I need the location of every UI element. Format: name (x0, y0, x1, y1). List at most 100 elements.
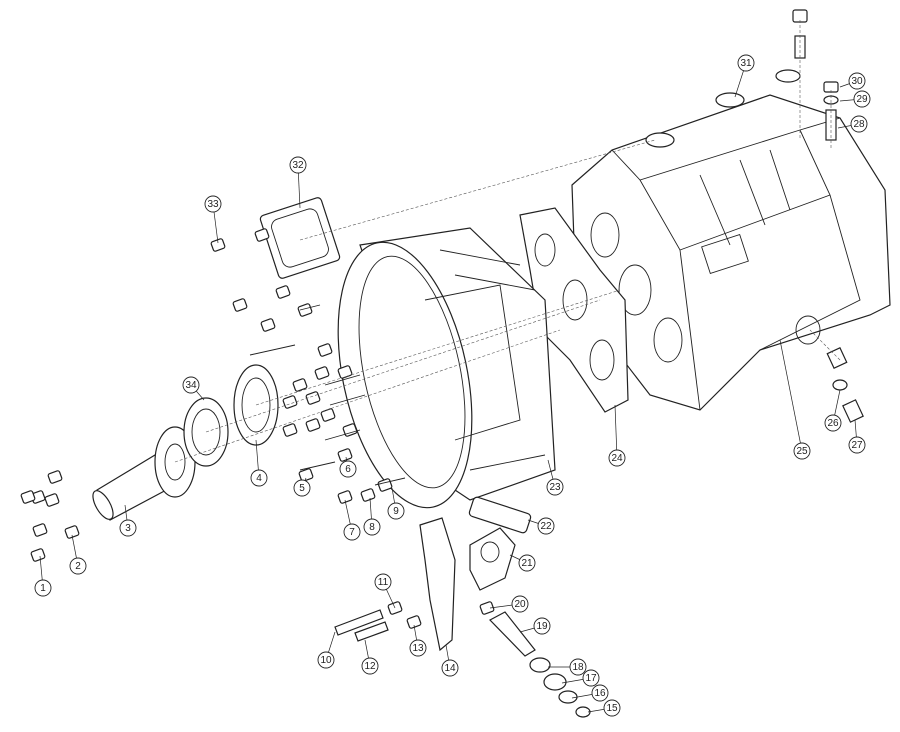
gearbox-housing (571, 94, 891, 411)
bolt-head (44, 493, 60, 507)
callout-number: 7 (349, 527, 355, 538)
callout-circle (374, 573, 392, 591)
callout-leader (614, 404, 618, 459)
callout-31: 31 (737, 54, 755, 72)
callout-number: 26 (827, 418, 839, 429)
callout-22: 22 (537, 517, 555, 535)
bolt-long (334, 609, 384, 636)
callout-18: 18 (569, 658, 587, 676)
callout-circle (250, 469, 268, 487)
bolt-head (305, 418, 321, 432)
bolt-head (337, 365, 353, 379)
bolt-head (282, 395, 298, 409)
callout-11: 11 (374, 573, 392, 591)
parts (92, 9, 891, 718)
fork-shaft (489, 611, 536, 657)
bolt-head (406, 615, 422, 629)
callout-number: 31 (740, 58, 752, 69)
bolt-head (377, 478, 393, 492)
bolt-head (232, 298, 248, 312)
callout-circle (343, 523, 361, 541)
bolt-head (342, 423, 358, 437)
alignment-line (299, 139, 656, 241)
callout-5: 5 (293, 479, 311, 497)
callout-number: 28 (853, 119, 865, 130)
bolt-shank (324, 374, 361, 386)
bolt-shank (249, 344, 296, 356)
callout-circle (69, 557, 87, 575)
callout-circle (824, 414, 842, 432)
callout-circle (289, 156, 307, 174)
bolt-head (292, 378, 308, 392)
plug-cap (645, 132, 675, 148)
callout-33: 33 (204, 195, 222, 213)
callout-24: 24 (608, 449, 626, 467)
callout-30: 30 (848, 72, 866, 90)
callout-circle (441, 659, 459, 677)
callout-9: 9 (387, 502, 405, 520)
bolt-head (320, 408, 336, 422)
callout-26: 26 (824, 414, 842, 432)
bolt-shank (299, 461, 336, 471)
callout-circle (537, 517, 555, 535)
callout-circle (603, 699, 621, 717)
bolt-head (479, 601, 495, 615)
callout-number: 10 (320, 655, 332, 666)
callout-number: 24 (611, 453, 623, 464)
bolt-head (254, 228, 270, 242)
plug-cap (775, 69, 801, 83)
callout-34: 34 (182, 376, 200, 394)
alignment-line (255, 289, 621, 406)
callout-16: 16 (591, 684, 609, 702)
callout-circle (409, 639, 427, 657)
bolt-head (32, 523, 48, 537)
cover-gasket (259, 197, 341, 279)
rubber-pad (468, 496, 532, 534)
callout-circle (546, 478, 564, 496)
callout-number: 17 (585, 673, 597, 684)
bolt-head (317, 343, 333, 357)
callout-number: 19 (536, 621, 548, 632)
callout-13: 13 (409, 639, 427, 657)
callout-number: 13 (412, 643, 424, 654)
bolt-head (298, 468, 314, 482)
callout-circle (511, 595, 529, 613)
callout-32: 32 (289, 156, 307, 174)
bolt-head (314, 366, 330, 380)
plug-cap (715, 92, 745, 108)
callout-circle (387, 502, 405, 520)
callout-15: 15 (603, 699, 621, 717)
bolt-head (20, 490, 36, 504)
callout-number: 3 (125, 523, 131, 534)
drain-plug (842, 399, 864, 423)
bolt-head (282, 423, 298, 437)
callout-circle (848, 436, 866, 454)
callout-number: 15 (606, 703, 618, 714)
callout-circle (363, 518, 381, 536)
washer-stack (529, 657, 591, 718)
callout-number: 21 (521, 558, 533, 569)
callout-leader (779, 339, 803, 452)
callout-number: 23 (549, 482, 561, 493)
callout-number: 12 (364, 661, 376, 672)
callout-number: 30 (851, 76, 863, 87)
fork-bracket (469, 527, 516, 591)
callout-circle (518, 554, 536, 572)
fasteners (20, 228, 495, 629)
callout-circle (339, 460, 357, 478)
bolt-head (210, 238, 226, 252)
callout-number: 27 (851, 440, 863, 451)
alignment-line (174, 329, 561, 463)
callout-number: 2 (75, 561, 81, 572)
callout-circle (737, 54, 755, 72)
callout-circle (182, 376, 200, 394)
callout-number: 11 (378, 577, 389, 588)
alignment-line (809, 329, 841, 361)
release-fork (419, 517, 456, 652)
bolt-head (64, 525, 80, 539)
callout-number: 5 (299, 483, 305, 494)
callout-circle (853, 90, 871, 108)
bolt-head (337, 448, 353, 462)
callout-6: 6 (339, 460, 357, 478)
callout-circle (582, 669, 600, 687)
